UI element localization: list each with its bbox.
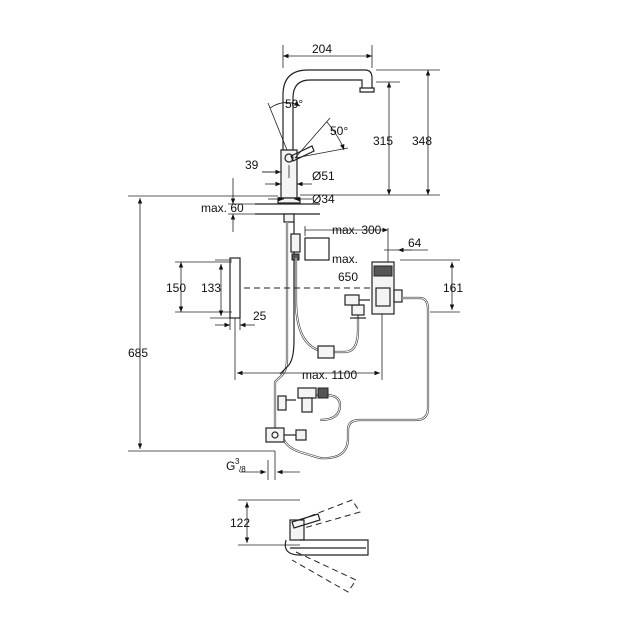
dim-thread: G 3 /8 (226, 451, 300, 480)
dim-hose-length: max. 1100 (234, 314, 383, 382)
lever-handle (290, 145, 315, 162)
dim-box-offset: max. 300 64 max. 650 (304, 223, 428, 284)
dim-spout-angles: 50° 50° (267, 97, 348, 159)
faucet-base (277, 197, 301, 204)
label-height-spout: 315 (373, 134, 393, 148)
supply-hose-loop (283, 296, 430, 460)
control-box (344, 261, 403, 315)
label-hose-box-offset: max. 300 (332, 223, 382, 237)
label-total-height: 685 (128, 346, 148, 360)
label-box-offset-max: max. (332, 252, 358, 266)
label-body-diameter: Ø51 (312, 169, 335, 183)
label-base-diameter: Ø34 (312, 192, 335, 206)
shank (283, 213, 295, 223)
label-height-total: 348 (412, 134, 432, 148)
dim-diameters: Ø51 Ø34 (265, 169, 335, 206)
label-thread-sup: 3 (235, 457, 240, 466)
valves (265, 387, 329, 443)
mounting-bracket: 150 133 25 (166, 257, 372, 330)
dim-spout-reach: 204 (282, 42, 373, 68)
label-box-width: 64 (408, 236, 422, 250)
label-bracket-150: 150 (166, 281, 186, 295)
spout-outer (282, 69, 373, 150)
faucet-side-view: 122 (230, 499, 369, 593)
lever-pivot (284, 153, 294, 163)
hose-weight (317, 345, 335, 359)
label-side-height: 122 (230, 516, 250, 530)
label-thread-sub: /8 (239, 465, 246, 474)
label-box-height: 161 (443, 281, 463, 295)
label-hose-length: max. 1100 (302, 368, 357, 382)
label-thread-main: G (226, 459, 235, 473)
label-angle-2: 50° (330, 124, 348, 138)
label-spout-reach: 204 (312, 42, 332, 56)
label-deck-thickness: max. 60 (201, 201, 244, 215)
dim-deck-thickness: max. 60 (201, 178, 255, 232)
label-bracket-133: 133 (201, 281, 221, 295)
pull-hose-connector (290, 233, 301, 253)
label-angle-1: 50° (285, 97, 303, 111)
spout-nozzle (359, 87, 375, 93)
dim-box-height: 161 (400, 259, 463, 313)
dim-heights: 315 348 (300, 69, 440, 196)
label-bracket-25: 25 (253, 309, 267, 323)
dim-lever-offset: 39 (245, 158, 290, 178)
label-lever-offset: 39 (245, 158, 259, 172)
spout-inner (292, 79, 363, 150)
dim-total-height: 685 (128, 195, 278, 452)
label-box-offset-value: 650 (338, 270, 358, 284)
